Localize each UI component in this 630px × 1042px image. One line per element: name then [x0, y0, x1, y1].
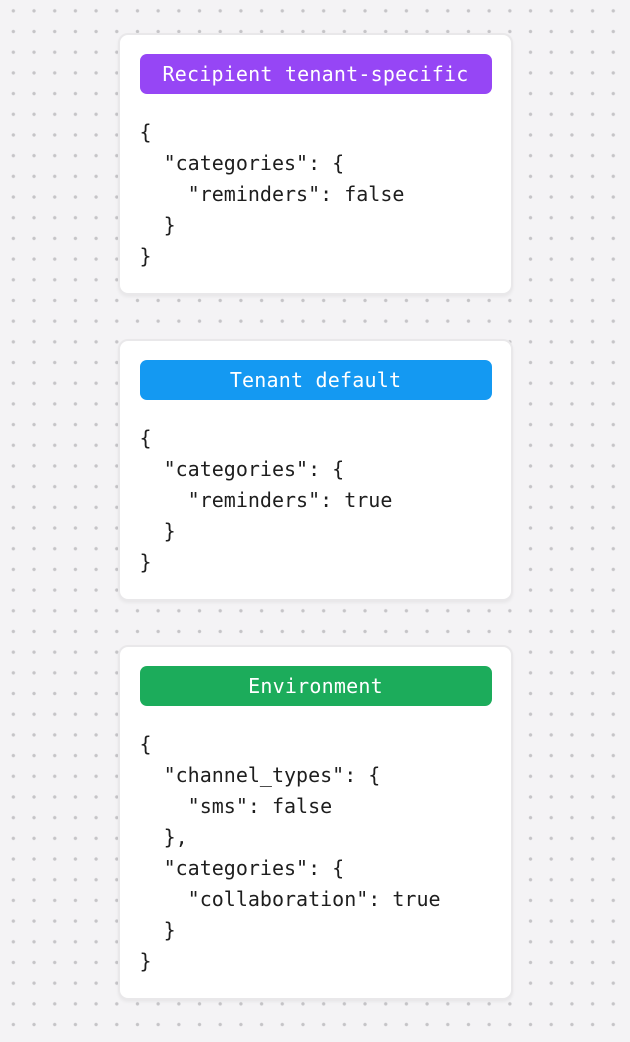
card-environment: Environment { "channel_types": { "sms": … — [117, 645, 513, 1000]
badge-environment: Environment — [139, 666, 492, 706]
card-recipient-tenant-specific: Recipient tenant-specific { "categories"… — [117, 33, 513, 295]
badge-label: Tenant default — [229, 368, 402, 392]
badge-label: Environment — [248, 674, 383, 698]
badge-recipient-tenant-specific: Recipient tenant-specific — [139, 54, 492, 94]
badge-label: Recipient tenant-specific — [162, 62, 469, 86]
badge-tenant-default: Tenant default — [139, 360, 492, 400]
card-tenant-default: Tenant default { "categories": { "remind… — [117, 339, 513, 601]
json-code-block: { "channel_types": { "sms": false }, "ca… — [139, 732, 441, 973]
json-code-block: { "categories": { "reminders": false } } — [139, 120, 405, 268]
json-code-block: { "categories": { "reminders": true } } — [139, 426, 393, 574]
